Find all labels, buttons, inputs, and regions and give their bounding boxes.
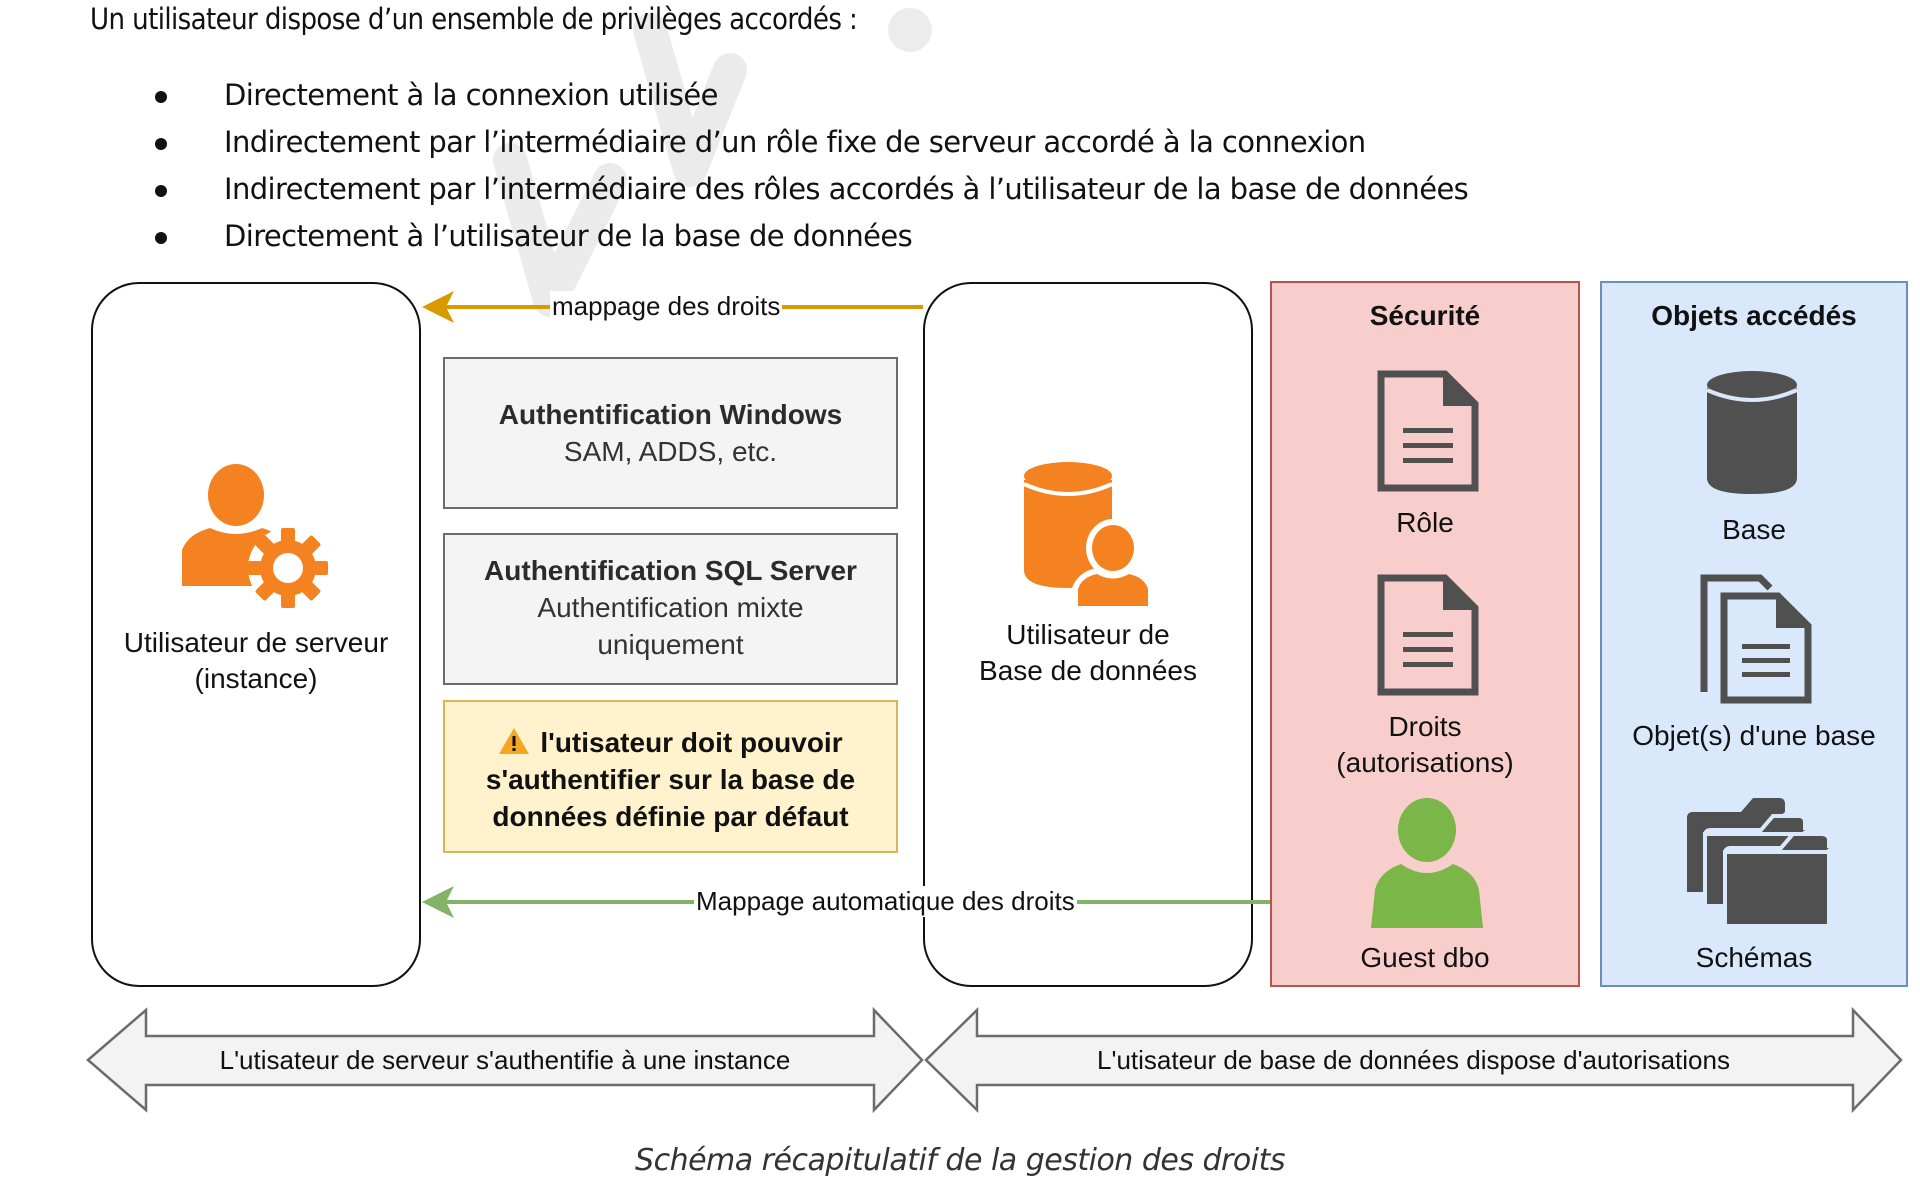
document-icon xyxy=(1377,574,1479,696)
document-icon xyxy=(1377,370,1479,492)
server-user-label: Utilisateur de serveur (instance) xyxy=(91,625,421,697)
documents-icon xyxy=(1700,574,1812,704)
database-user-icon xyxy=(1023,462,1154,610)
figure-caption: Schéma récapitulatif de la gestion des d… xyxy=(635,1143,1285,1178)
warning-line: l'utisateur doit pouvoir xyxy=(445,724,896,761)
base-label: Base xyxy=(1722,514,1786,545)
warning-icon xyxy=(499,728,530,754)
label-line: (autorisations) xyxy=(1336,747,1514,778)
server-user-box xyxy=(91,282,421,987)
sql-auth-title: Authentification SQL Server xyxy=(484,555,857,586)
auto-mapping-label: Mappage automatique des droits xyxy=(694,886,1077,917)
database-icon xyxy=(1706,371,1798,494)
label-line: Utilisateur de xyxy=(1006,619,1170,650)
db-objects-label: Objet(s) d'une base xyxy=(1632,720,1876,751)
list-item: Indirectement par l’intermédiaire d’un r… xyxy=(150,119,1468,166)
guest-dbo-label: Guest dbo xyxy=(1360,942,1490,973)
windows-auth-subtitle: SAM, ADDS, etc. xyxy=(563,436,778,467)
bottom-arrow-right-label: L'utisateur de base de données dispose d… xyxy=(1097,1045,1730,1075)
intro-text: Un utilisateur dispose d’un ensemble de … xyxy=(90,2,858,36)
warning-text: données définie par défaut xyxy=(492,801,849,832)
label-line: Droits xyxy=(1388,711,1462,742)
list-item: Directement à l’utilisateur de la base d… xyxy=(150,213,1468,260)
security-title: Sécurité xyxy=(1369,300,1481,331)
label-line: (instance) xyxy=(194,663,318,694)
folders-icon xyxy=(1687,798,1831,928)
warning-box: l'utisateur doit pouvoir s'authentifier … xyxy=(443,700,898,853)
schemas-label: Schémas xyxy=(1695,942,1813,973)
sql-auth-subtitle: Authentification mixte xyxy=(537,592,804,623)
privileges-list: Directement à la connexion utilisée Indi… xyxy=(150,72,1469,260)
windows-auth-title: Authentification Windows xyxy=(498,399,843,430)
list-item: Directement à la connexion utilisée xyxy=(150,72,1468,119)
warning-text: s'authentifier sur la base de xyxy=(485,764,856,795)
rights-label: Droits (autorisations) xyxy=(1270,709,1580,781)
rights-mapping-label: mappage des droits xyxy=(550,291,783,322)
arrowhead-icon xyxy=(422,291,454,323)
database-user-box xyxy=(923,282,1253,987)
list-item: Indirectement par l’intermédiaire des rô… xyxy=(150,166,1469,213)
database-user-label: Utilisateur de Base de données xyxy=(923,617,1253,689)
objects-title: Objets accédés xyxy=(1651,300,1857,331)
sql-auth-subtitle: uniquement xyxy=(597,629,744,660)
windows-auth-box: Authentification Windows SAM, ADDS, etc. xyxy=(443,357,898,509)
warning-text: l'utisateur doit pouvoir xyxy=(540,727,843,758)
label-line: Base de données xyxy=(979,655,1197,686)
sql-auth-box: Authentification SQL Server Authentifica… xyxy=(443,533,898,685)
label-line: Utilisateur de serveur xyxy=(123,627,389,658)
role-label: Rôle xyxy=(1396,507,1454,538)
bottom-arrow-left-label: L'utisateur de serveur s'authentifie à u… xyxy=(219,1045,791,1075)
user-gear-icon xyxy=(182,464,328,608)
guest-user-icon xyxy=(1371,798,1483,928)
arrowhead-icon xyxy=(422,886,454,918)
